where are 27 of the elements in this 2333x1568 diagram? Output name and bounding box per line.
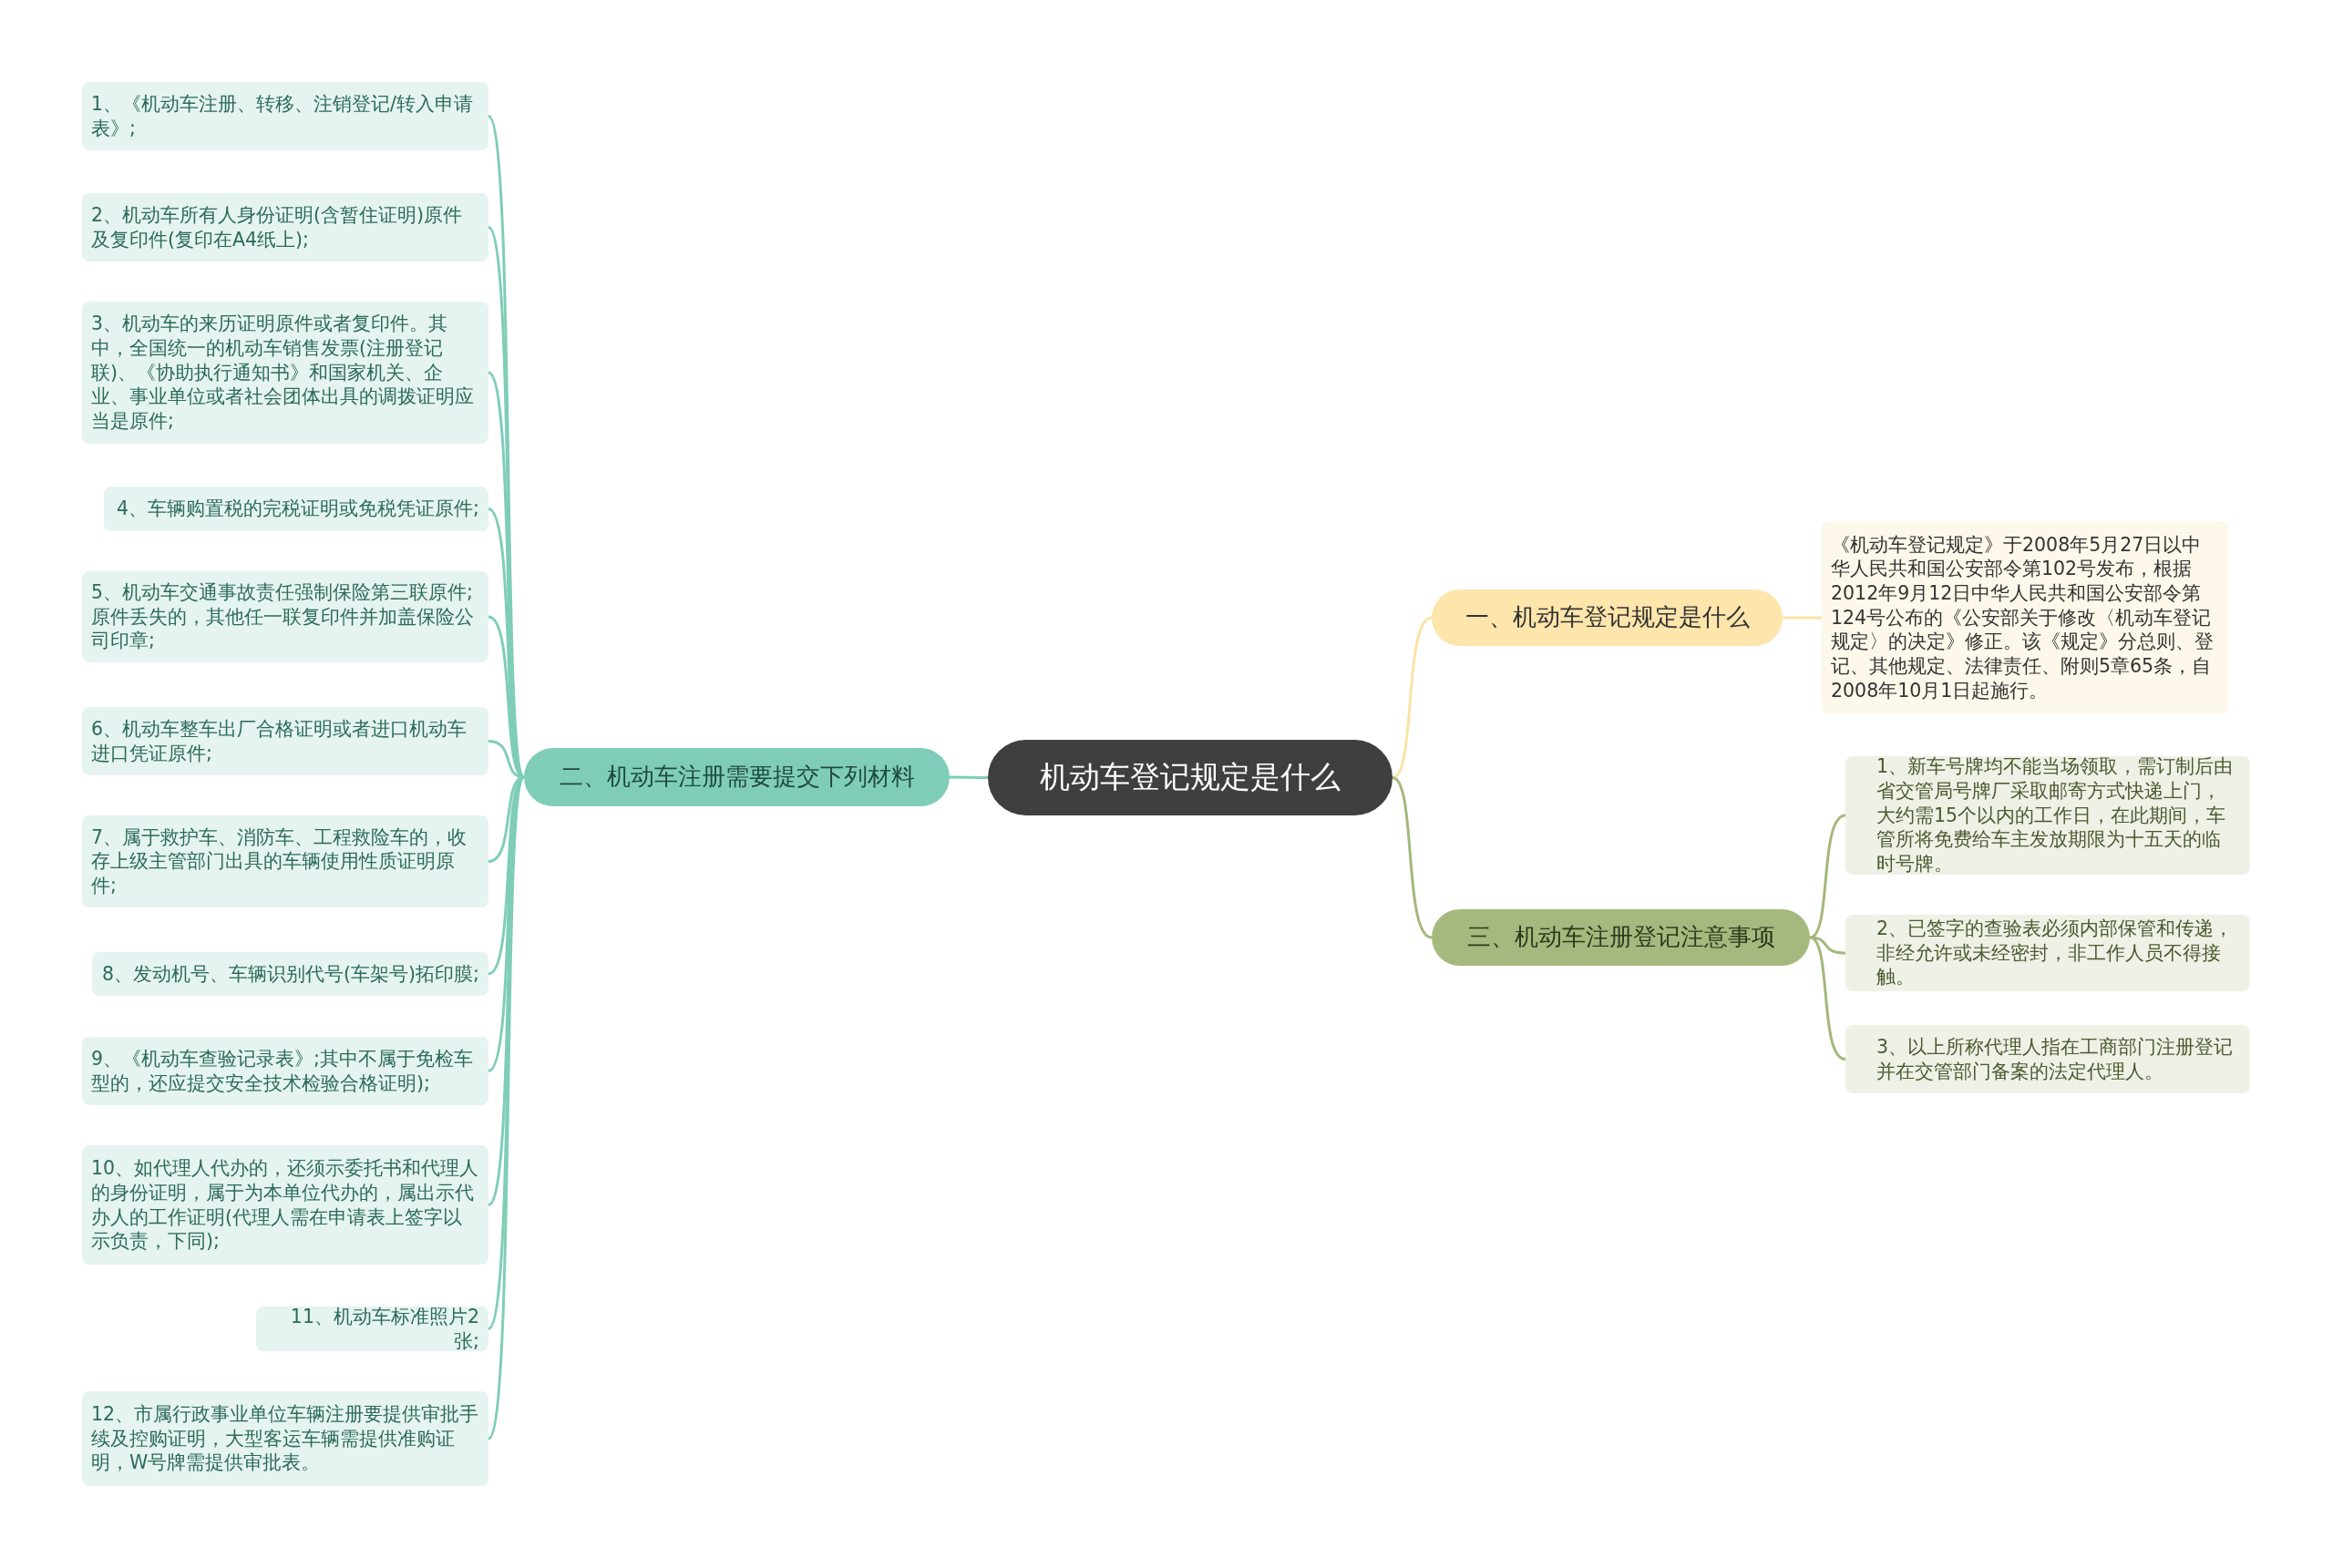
- item-card: 12、市属行政事业单位车辆注册要提供审批手续及控购证明，大型客运车辆需提供准购证明，W号牌需提供审批表。: [82, 1391, 488, 1486]
- connector-line: [1392, 616, 1433, 779]
- item-card: 1、新车号牌均不能当场领取，需订制后由省交管局号牌厂采取邮寄方式快递上门，大约需15个以内的工作日，在此期间，车管所将免费给车主发放期限为十五天的临时号牌。: [1845, 756, 2250, 875]
- item-card: 2、机动车所有人身份证明(含暂住证明)原件及复印件(复印在A4纸上);: [82, 193, 488, 261]
- item-card: 10、如代理人代办的，还须示委托书和代理人的身份证明，属于为本单位代办的，属出示代办人的工作证明(代理人需在申请表上签字以示负责，下同);: [82, 1145, 488, 1265]
- item-card: 7、属于救护车、消防车、工程救险车的，收存上级主管部门出具的车辆使用性质证明原件;: [82, 815, 488, 907]
- connector-line: [1392, 776, 1433, 939]
- connector-line: [1809, 936, 1846, 1061]
- item-card: 3、机动车的来历证明原件或者复印件。其中，全国统一的机动车销售发票(注册登记联)、《协助执行通知书》和国家机关、企业、事业单位或者社会团体出具的调拨证明应当是原件;: [82, 302, 488, 444]
- item-card: 9、《机动车查验记录表》;其中不属于免检车型的，还应提交安全技术检验合格证明);: [82, 1037, 488, 1105]
- connector-line: [950, 775, 988, 779]
- connector-line: [1783, 616, 1822, 620]
- note-card: 《机动车登记规定》于2008年5月27日以中华人民共和国公安部令第102号发布，根据2012年9月12日中华人民共和国公安部令第124号公布的《公安部关于修改〈机动车登记规定〉的决定》修正。该《规定》分总则、登记、其他规定、法律责任、附则5章65条，自2008年10月1日起施行。: [1822, 521, 2228, 714]
- topic-pill: 三、机动车注册登记注意事项: [1432, 909, 1810, 966]
- item-card: 5、机动车交通事故责任强制保险第三联原件;原件丢失的，其他任一联复印件并加盖保险公司印章;: [82, 571, 488, 662]
- item-card: 11、机动车标准照片2张;: [256, 1307, 488, 1351]
- item-card: 1、《机动车注册、转移、注销登记/转入申请表》;: [82, 82, 488, 150]
- connector-line: [487, 776, 526, 1440]
- item-card: 8、发动机号、车辆识别代号(车架号)拓印膜;: [92, 952, 488, 996]
- item-card: 6、机动车整车出厂合格证明或者进口机动车进口凭证原件;: [82, 707, 488, 775]
- item-card: 2、已签字的查验表必须内部保管和传递，非经允许或未经密封，非工作人员不得接触。: [1845, 915, 2250, 991]
- topic-pill: 二、机动车注册需要提交下列材料: [524, 748, 950, 806]
- topic-pill: 一、机动车登记规定是什么: [1432, 589, 1783, 646]
- item-card: 3、以上所称代理人指在工商部门注册登记并在交管部门备案的法定代理人。: [1845, 1025, 2250, 1093]
- connector-line: [1809, 814, 1846, 939]
- item-card: 4、车辆购置税的完税证明或免税凭证原件;: [104, 487, 488, 531]
- central-topic: 机动车登记规定是什么: [988, 740, 1393, 815]
